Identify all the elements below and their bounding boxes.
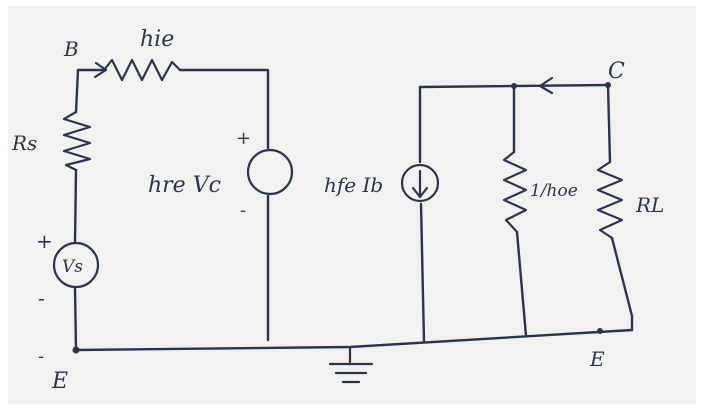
label-hfe-ib: hfe Ib (324, 173, 383, 197)
wire-rl-branch-bottom (610, 236, 634, 332)
label-vs: Vs (62, 257, 83, 277)
wire-vs-to-e (73, 286, 78, 352)
junction-top-rail (511, 83, 517, 89)
paper-background (8, 6, 696, 404)
wire-b-to-rs (74, 68, 80, 114)
junction-e-left (72, 346, 80, 354)
ground-icon (328, 345, 374, 384)
base-current-arrow (93, 61, 108, 79)
label-hie: hie (140, 27, 174, 52)
wire-hoe-branch-bottom (515, 230, 528, 338)
junction-c (605, 82, 611, 88)
label-emitter-right: E (589, 347, 605, 371)
label-minus-vs-low: - (38, 346, 44, 367)
hfe-ib-current-source (400, 163, 440, 203)
label-minus-vs: - (38, 286, 45, 310)
wire-rs-to-vs (73, 168, 78, 245)
collector-current-arrow (538, 76, 554, 95)
label-hre-vc: hre Vc (148, 173, 221, 198)
vs-source (52, 241, 100, 289)
label-rl: RL (635, 193, 664, 217)
hre-vc-source (246, 148, 294, 196)
hie-resistor (102, 58, 182, 82)
label-base: B (63, 37, 79, 61)
rl-resistor (596, 160, 624, 240)
wire-rl-branch-top (606, 83, 612, 164)
wire-hie-to-hre (178, 68, 270, 150)
label-minus-hre: - (240, 200, 246, 221)
label-emitter-left: E (51, 369, 68, 394)
label-plus-vs: + (36, 229, 53, 253)
hoe-resistor (502, 150, 528, 234)
label-plus-hre: + (236, 128, 251, 149)
label-rs: Rs (11, 131, 37, 155)
current-source-arrow-icon (411, 169, 429, 199)
label-collector: C (608, 59, 625, 84)
junction-e-right (597, 328, 603, 334)
label-one-over-hoe: 1/hoe (530, 181, 578, 201)
rs-resistor (62, 110, 92, 172)
wire-hfe-branch-bottom (419, 202, 426, 344)
